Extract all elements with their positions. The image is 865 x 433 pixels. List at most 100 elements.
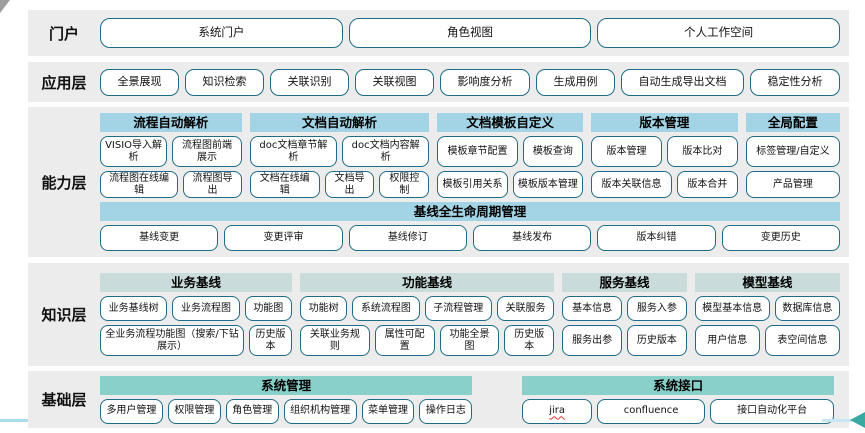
item-button[interactable]: 角色视图 <box>348 18 592 48</box>
item-button[interactable]: 版本比对 <box>666 136 738 167</box>
item-button-label: 生成用例 <box>553 74 598 88</box>
item-button[interactable]: 功能图 <box>244 296 292 321</box>
item-button-label: 系统门户 <box>198 25 245 40</box>
item-button[interactable]: 角色管理 <box>225 398 279 424</box>
group-header: 服务基线 <box>562 273 687 292</box>
item-button[interactable]: 产品管理 <box>745 171 840 198</box>
layer-label: 应用层 <box>41 73 87 92</box>
item-button-label: 版本纠错 <box>636 232 677 244</box>
item-button[interactable]: 自动生成导出文档 <box>621 68 744 96</box>
item-button[interactable]: 模板章节配置 <box>437 136 518 167</box>
item-button-label: 服务出参 <box>572 334 613 346</box>
item-button[interactable]: 文档导出 <box>324 171 375 198</box>
item-button[interactable]: 知识检索 <box>185 68 264 96</box>
item-button-label: 模板章节配置 <box>447 145 508 157</box>
item-button-label: 版本关联信息 <box>601 178 662 190</box>
layer-band-knowledge: 知识层业务基线业务基线树业务流程图功能图全业务流程功能图（搜索/下钻展示）历史版… <box>28 263 849 366</box>
item-button[interactable]: 流程图在线编辑 <box>100 171 179 198</box>
item-button[interactable]: 标签管理/自定义 <box>745 136 840 167</box>
item-button[interactable]: 属性可配置 <box>374 325 435 356</box>
item-button[interactable]: doc文档内容解析 <box>342 136 430 167</box>
item-button-label: 角色视图 <box>447 25 493 40</box>
item-button[interactable]: 个人工作空间 <box>597 18 841 48</box>
item-button[interactable]: 关联视图 <box>355 68 434 96</box>
item-button-label: 基线发布 <box>512 232 553 244</box>
group-header: 文档自动解析 <box>249 113 430 132</box>
item-button[interactable]: 模板查询 <box>522 136 584 167</box>
item-button[interactable]: 历史版本 <box>504 325 555 356</box>
item-button[interactable]: 接口自动化平台 <box>710 398 834 424</box>
item-button[interactable]: 系统门户 <box>100 18 343 48</box>
item-button[interactable]: 模板版本管理 <box>512 171 584 198</box>
group-header: 流程自动解析 <box>100 113 242 132</box>
item-button[interactable]: 版本管理 <box>591 136 662 167</box>
item-button[interactable]: 变更评审 <box>224 225 343 251</box>
item-button[interactable]: 文档在线编辑 <box>249 171 320 198</box>
item-button[interactable]: jira <box>522 398 592 424</box>
item-button[interactable]: 数据库信息 <box>774 296 840 321</box>
item-button[interactable]: 用户信息 <box>694 325 760 356</box>
item-button[interactable]: 模板引用关系 <box>437 171 508 198</box>
item-button[interactable]: 变更历史 <box>721 225 840 251</box>
item-button-label: 文档导出 <box>334 173 365 196</box>
item-button[interactable]: 影响度分析 <box>440 68 530 96</box>
group-header: 文档模板自定义 <box>437 113 584 132</box>
item-button[interactable]: 全景展现 <box>100 68 179 96</box>
item-button-label: 关联识别 <box>287 74 332 88</box>
item-button[interactable]: 权限管理 <box>167 398 221 424</box>
item-button[interactable]: 子流程管理 <box>424 296 492 321</box>
item-button[interactable]: 基线发布 <box>472 225 592 251</box>
item-button[interactable]: 历史版本 <box>626 325 687 356</box>
item-button[interactable]: 关联识别 <box>270 68 349 96</box>
item-button[interactable]: doc文档章节解析 <box>249 136 338 167</box>
item-button-label: 角色管理 <box>232 405 273 417</box>
item-button[interactable]: 流程图导出 <box>183 171 242 198</box>
item-button[interactable]: confluence <box>596 398 706 424</box>
group-column: 业务基线业务基线树业务流程图功能图全业务流程功能图（搜索/下钻展示）历史版本 <box>100 273 292 356</box>
item-button[interactable]: 关联业务规则 <box>299 325 370 356</box>
item-button[interactable]: 版本关联信息 <box>591 171 672 198</box>
baseline-section-header: 基线全生命周期管理 <box>100 202 840 221</box>
item-button[interactable]: 操作日志 <box>419 398 473 424</box>
item-button[interactable]: 表空间信息 <box>764 325 840 356</box>
item-button-label: 版本管理 <box>606 145 647 157</box>
item-button-label: 标签管理/自定义 <box>756 145 830 157</box>
item-button[interactable]: 服务出参 <box>562 325 622 356</box>
item-button[interactable]: 功能树 <box>299 296 348 321</box>
item-button[interactable]: 菜单管理 <box>361 398 415 424</box>
item-button[interactable]: 多用户管理 <box>100 398 163 424</box>
item-button-label: 组织机构管理 <box>290 405 351 417</box>
layer-band-portal: 门户系统门户角色视图个人工作空间 <box>28 10 849 56</box>
group-column: 流程自动解析 VISIO导入解析流程图前端展示流程图在线编辑流程图导出 <box>100 113 242 198</box>
item-button[interactable]: 模型基本信息 <box>694 296 770 321</box>
item-button[interactable]: 业务流程图 <box>172 296 240 321</box>
item-button-label: 模板版本管理 <box>517 178 578 190</box>
item-button[interactable]: 版本合并 <box>676 171 738 198</box>
item-button[interactable]: 权限控制 <box>379 171 430 198</box>
item-button[interactable]: 版本纠错 <box>597 225 716 251</box>
item-button[interactable]: VISIO导入解析 <box>100 136 168 167</box>
item-button-label: 业务流程图 <box>180 302 231 314</box>
item-button-label: 个人工作空间 <box>684 25 754 40</box>
item-button[interactable]: 流程图前端展示 <box>172 136 242 167</box>
item-button[interactable]: 组织机构管理 <box>283 398 357 424</box>
item-button[interactable]: 关联服务 <box>496 296 555 321</box>
group-header: 功能基线 <box>299 273 555 292</box>
item-button-label: 子流程管理 <box>433 302 484 314</box>
item-button[interactable]: 历史版本 <box>249 325 292 356</box>
item-button[interactable]: 生成用例 <box>536 68 615 96</box>
item-button[interactable]: 业务基线树 <box>100 296 168 321</box>
item-button[interactable]: 服务入参 <box>626 296 687 321</box>
item-button[interactable]: 功能全景图 <box>439 325 500 356</box>
item-button[interactable]: 系统流程图 <box>352 296 420 321</box>
item-button[interactable]: 基线修订 <box>348 225 467 251</box>
item-button-label: 用户信息 <box>707 334 748 346</box>
item-button[interactable]: 全业务流程功能图（搜索/下钻展示） <box>100 325 245 356</box>
item-button[interactable]: 基线变更 <box>100 225 219 251</box>
item-button[interactable]: 基本信息 <box>562 296 622 321</box>
item-button[interactable]: 稳定性分析 <box>750 68 840 96</box>
